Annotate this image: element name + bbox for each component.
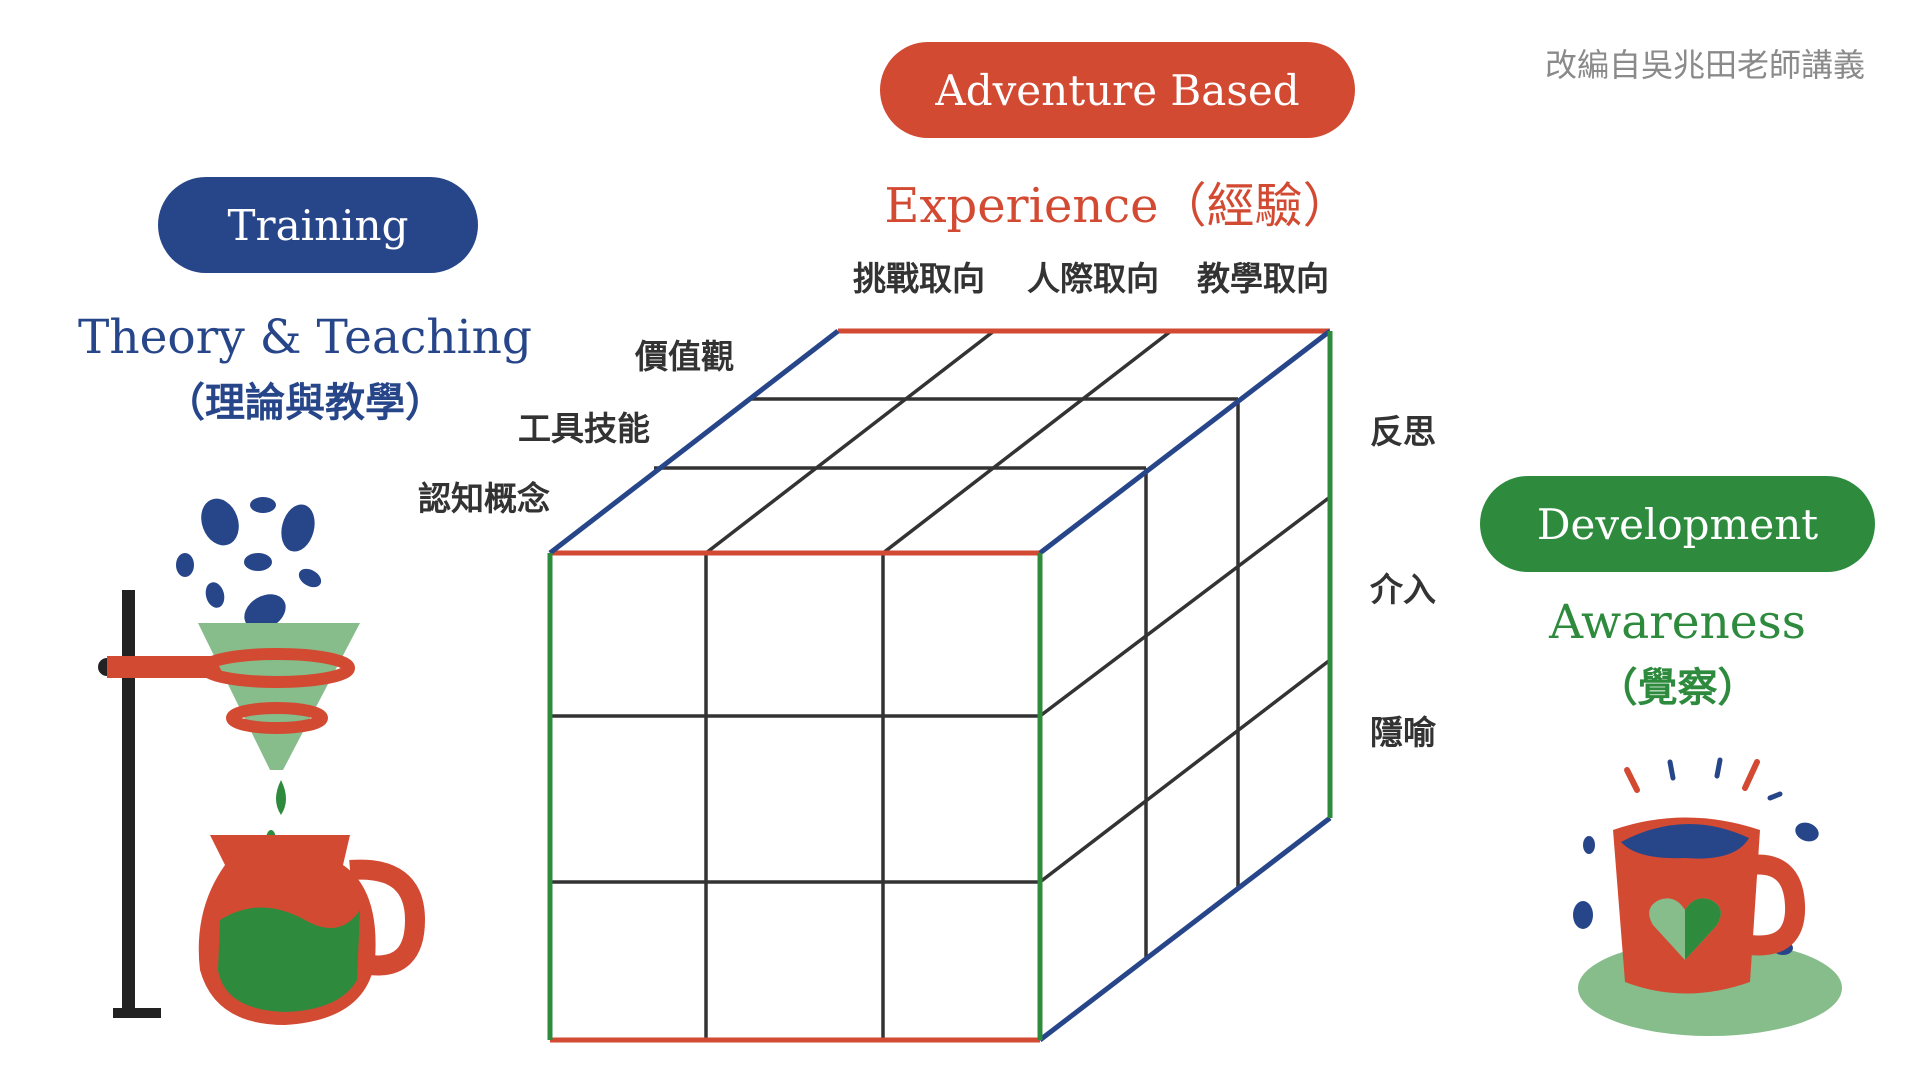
depth-label-values: 價值觀 bbox=[635, 337, 734, 376]
column-label-teaching: 教學取向 bbox=[1197, 259, 1329, 298]
awareness-heading: Awareness bbox=[1549, 595, 1806, 650]
front-face-grid bbox=[550, 553, 1040, 1040]
column-label-challenge: 挑戰取向 bbox=[853, 259, 985, 298]
blue-edges bbox=[548, 329, 1332, 1042]
coffee-mug-icon bbox=[1573, 757, 1842, 1036]
coffee-pour-over-icon bbox=[98, 497, 426, 1025]
top-face-grid bbox=[654, 329, 1238, 555]
theory-heading: Theory & Teaching bbox=[78, 310, 532, 365]
experience-heading: Experience（經驗） bbox=[884, 178, 1351, 234]
red-edges bbox=[550, 328, 1330, 1043]
green-edges bbox=[547, 331, 1333, 1040]
depth-label-skills: 工具技能 bbox=[518, 409, 650, 448]
column-label-interpersonal: 人際取向 bbox=[1027, 259, 1159, 298]
row-label-metaphor: 隱喻 bbox=[1370, 713, 1436, 752]
theory-subheading: （理論與教學） bbox=[165, 380, 445, 426]
training-pill: Training bbox=[158, 177, 478, 273]
side-face-grid bbox=[1038, 399, 1332, 960]
credit-text: 改編自吳兆田老師講義 bbox=[1545, 46, 1866, 84]
depth-label-cognition: 認知概念 bbox=[418, 479, 550, 518]
adventure-based-pill: Adventure Based bbox=[880, 42, 1355, 138]
adventure-based-label: Adventure Based bbox=[935, 65, 1300, 115]
row-label-intervention: 介入 bbox=[1370, 570, 1436, 609]
awareness-subheading: （覺察） bbox=[1597, 665, 1758, 711]
training-label: Training bbox=[227, 200, 409, 250]
development-label: Development bbox=[1536, 499, 1819, 549]
row-label-reflection: 反思 bbox=[1370, 412, 1436, 451]
development-pill: Development bbox=[1480, 476, 1875, 572]
